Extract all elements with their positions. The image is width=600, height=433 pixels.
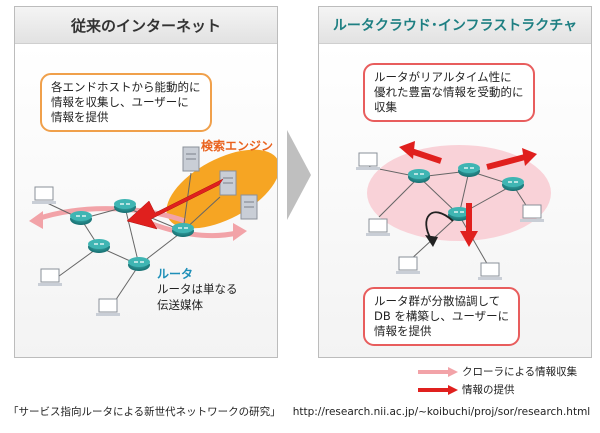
router-desc-line: ルータは単なる [157,282,238,296]
left-callout: 各エンドホストから能動的に 情報を収集し、ユーザーに 情報を提供 [40,73,212,132]
right-network-diagram [356,141,551,280]
search-engine-label: 検索エンジン [201,139,274,153]
right-panel-header: ルータクラウド･インフラストラクチャ [319,7,591,44]
pc-icon [478,262,502,280]
pc-icon [356,152,380,170]
pc-icon [32,186,56,204]
right-bottom-callout-line: ルータ群が分散協調して [374,294,501,308]
provide-arrow [126,178,224,230]
server-icon [182,146,200,172]
transition-arrow [287,130,311,220]
pc-icon [520,204,544,222]
router-icon [114,199,136,213]
right-bottom-callout-line: DB を構築し、ユーザーに [374,309,510,323]
right-panel-title: ルータクラウド･インフラストラクチャ [332,18,578,34]
left-callout-line: 情報を収集し、ユーザーに [51,95,189,109]
legend-crawler: クローラによる情報収集 [418,364,577,379]
left-panel-title: 従来のインターネット [70,16,221,35]
citation-url: http://research.nii.ac.jp/~koibuchi/proj… [292,406,591,418]
router-label: ルータ [157,267,194,281]
router-icon [172,223,194,237]
pc-icon [396,256,420,274]
arrow-icon [29,211,43,229]
legend-provide-label: 情報の提供 [462,384,515,396]
server-icon [219,170,237,196]
pc-icon [38,268,62,286]
provide-arrow [460,203,478,247]
router-icon [408,169,430,183]
pc-icon [366,218,390,236]
router-cloud [367,145,551,241]
left-callout-line: 情報を提供 [51,110,109,124]
legend-crawler-label: クローラによる情報収集 [462,366,578,378]
router-icon [458,163,480,177]
right-top-callout-line: 収集 [374,100,397,114]
router-icon [502,177,524,191]
server-icon [240,194,258,220]
pc-icon [96,298,120,316]
legend-crawler-arrow-icon [418,366,458,377]
citation-footer: 「サービス指向ルータによる新世代ネットワークの研究」 http://researc… [8,404,590,419]
right-panel: ルータクラウド･インフラストラクチャ [318,6,592,358]
arrow-icon [425,235,438,247]
crawler-arrow [36,206,186,224]
right-top-callout-line: ルータがリアルタイム性に [374,70,512,84]
retrieval-arrow [425,211,454,240]
router-icon [128,257,150,271]
legend-provide-arrow-icon [418,384,458,395]
right-bottom-callout: ルータ群が分散協調して DB を構築し、ユーザーに 情報を提供 [363,287,521,346]
right-top-callout-line: 優れた豊富な情報を受動的に [374,85,524,99]
router-icon [70,211,92,225]
left-panel-header: 従来のインターネット [15,7,277,44]
router-desc-line: 伝送媒体 [157,298,203,312]
router-icon [448,207,470,221]
router-icon [88,239,110,253]
provide-arrow [399,141,442,164]
arrow-icon [233,223,247,241]
legend-provide: 情報の提供 [418,382,515,397]
citation-text: 「サービス指向ルータによる新世代ネットワークの研究」 [8,406,281,418]
right-top-callout: ルータがリアルタイム性に 優れた豊富な情報を受動的に 収集 [363,63,535,122]
left-network-diagram [29,146,277,316]
left-callout-line: 各エンドホストから能動的に [51,80,201,94]
provide-arrow [486,148,537,170]
right-bottom-callout-line: 情報を提供 [374,324,432,338]
left-panel: 従来のインターネット [14,6,278,358]
